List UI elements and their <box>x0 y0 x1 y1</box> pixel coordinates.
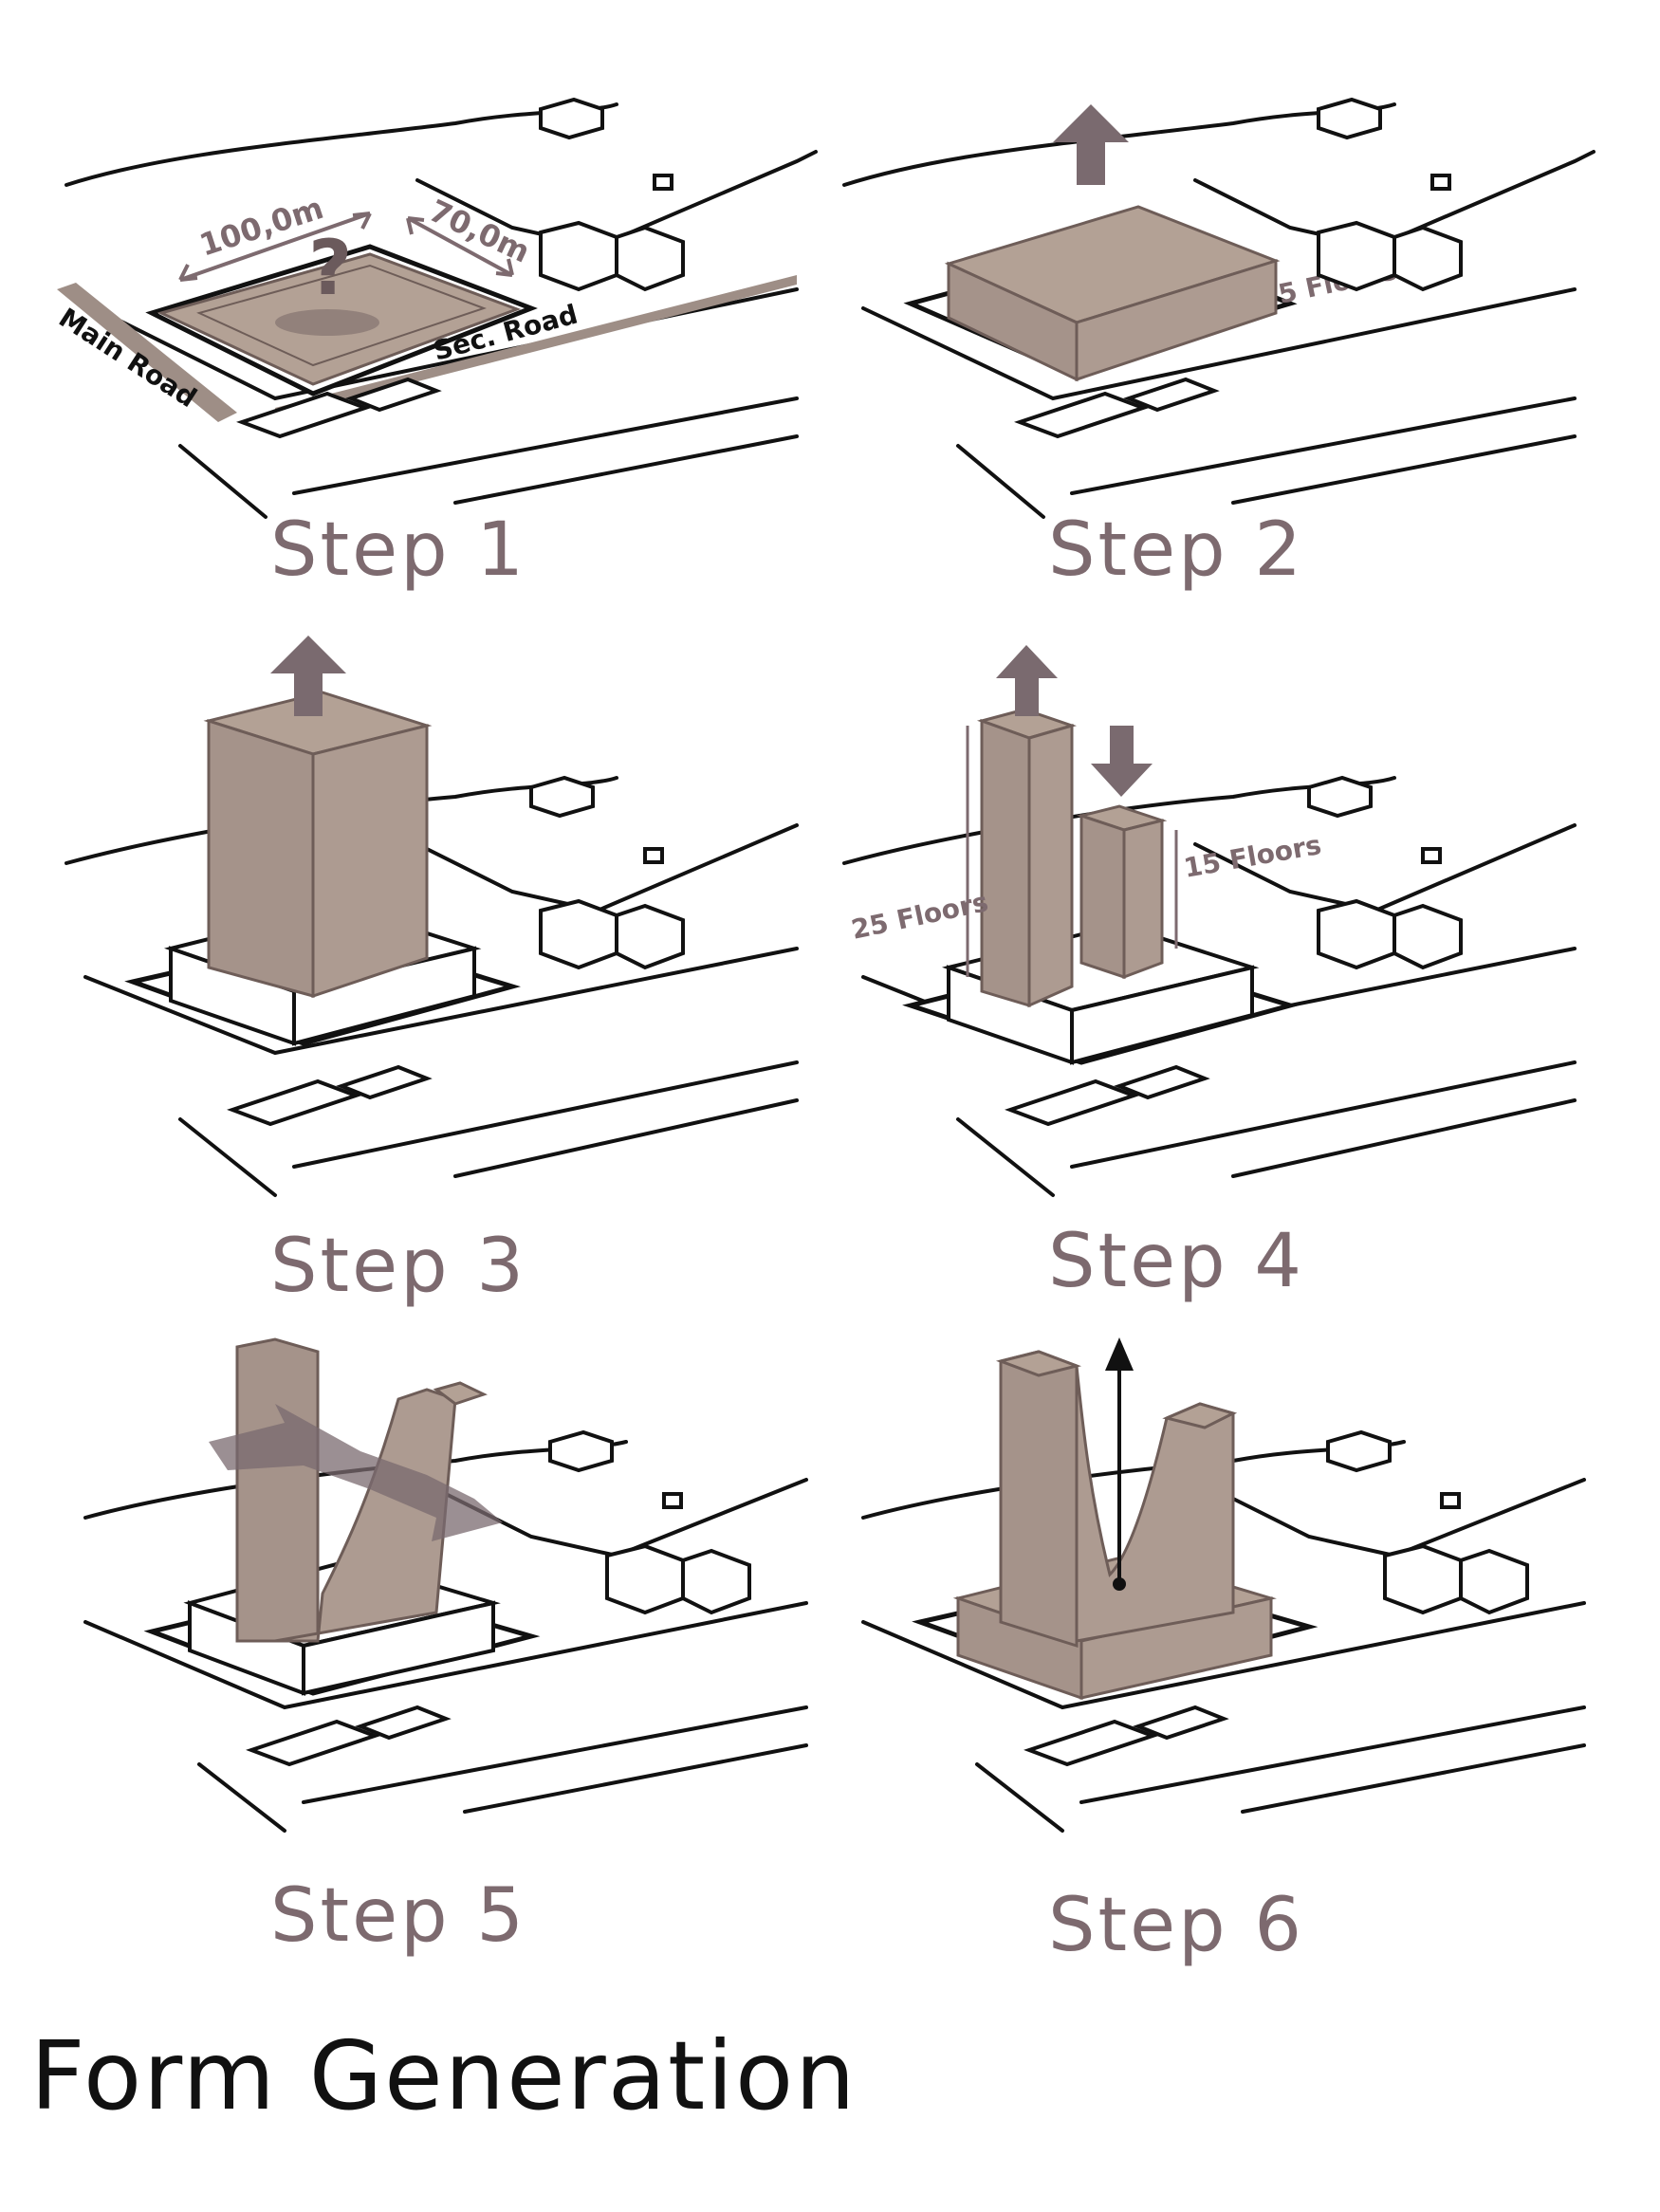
question-mark: ? <box>308 224 352 312</box>
step-6-diagram <box>861 1337 1586 1833</box>
step-4-diagram: 25 Floors 15 Floors <box>842 645 1577 1197</box>
step-3-panel <box>57 607 835 1197</box>
step-6-label: Step 6 <box>1047 1883 1304 1968</box>
step-6-axis-point <box>1113 1577 1126 1591</box>
step-5-panel <box>57 1328 835 1859</box>
step-3-diagram <box>65 636 799 1197</box>
step-1-diagram: 100,0m 70,0m Main Road Sec. Road ? <box>57 97 818 519</box>
step-2-panel: 5 Floors <box>835 85 1613 617</box>
step-2-diagram: 5 Floors <box>842 97 1595 519</box>
step-1-panel: 100,0m 70,0m Main Road Sec. Road ? <box>57 85 835 617</box>
step-1-label: Step 1 <box>269 507 526 593</box>
step-4-up-arrow <box>996 645 1058 716</box>
step-4-down-arrow <box>1091 726 1153 797</box>
step-4-tall-floors-label: 25 Floors <box>849 886 991 946</box>
step-6-panel <box>835 1328 1613 1859</box>
question-shadow <box>275 309 379 336</box>
step-4-label: Step 4 <box>1047 1219 1304 1304</box>
page-title: Form Generation <box>30 2020 858 2131</box>
step-5-label: Step 5 <box>269 1873 526 1959</box>
step-4-short-floors-label: 15 Floors <box>1181 829 1323 884</box>
step-3-up-arrow <box>270 636 346 716</box>
step-6-axis-arrow <box>1105 1337 1134 1371</box>
step-5-diagram <box>83 1337 808 1833</box>
step-4-panel: 25 Floors 15 Floors <box>835 626 1613 1197</box>
step-2-label: Step 2 <box>1047 507 1304 593</box>
step-3-label: Step 3 <box>269 1224 526 1309</box>
step-5-curve-arrow <box>209 1404 503 1541</box>
step-2-up-arrow <box>1053 104 1129 185</box>
